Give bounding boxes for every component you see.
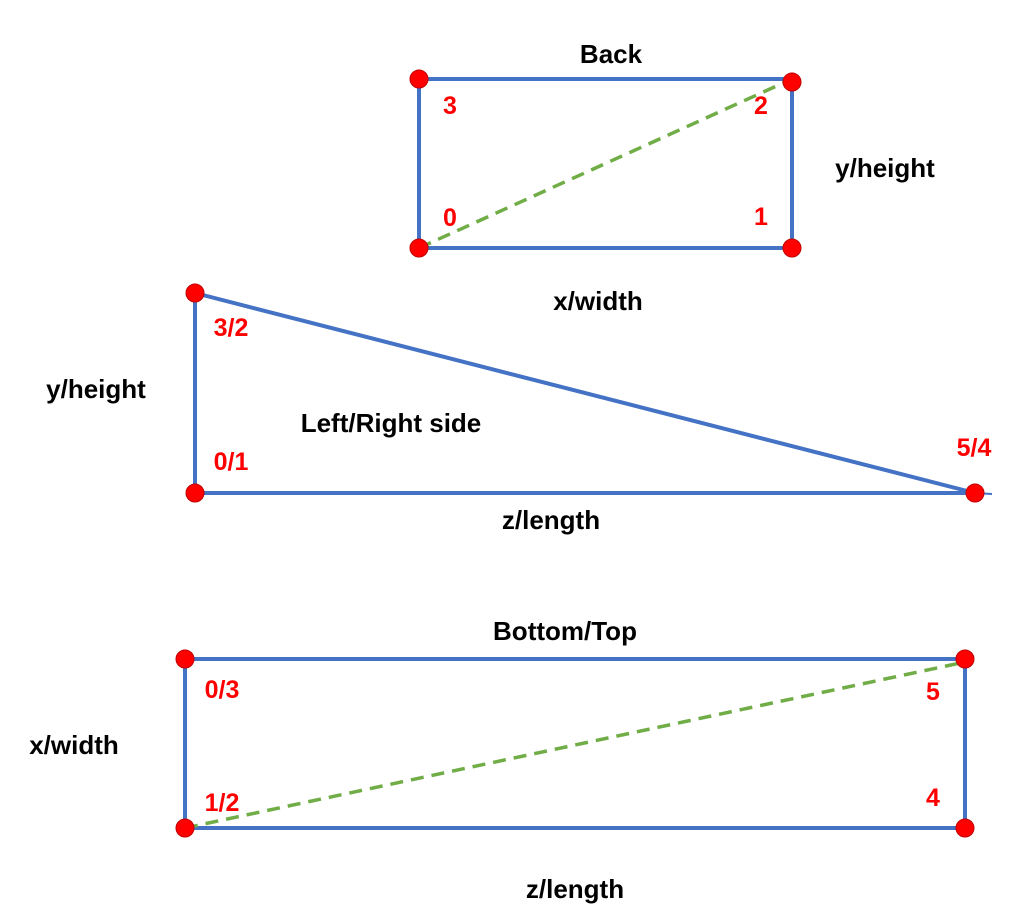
side-vertex-0-1-dot — [185, 483, 205, 503]
bottom-face-group: Bottom/Top x/width z/length 0/3 5 1/2 4 — [29, 616, 975, 904]
side-face-group: Left/Right side y/height z/length 3/2 0/… — [46, 283, 993, 535]
back-face-rectangle — [417, 77, 794, 250]
back-vertex-1-dot — [782, 238, 802, 258]
back-face-diagonal — [418, 77, 793, 250]
bottom-face-diagonal — [184, 660, 966, 830]
back-vertex-1-label: 1 — [754, 203, 768, 231]
bottom-vertex-4-label: 4 — [926, 784, 940, 812]
bottom-vertex-4-dot — [955, 818, 975, 838]
back-width-label: x/width — [553, 286, 643, 316]
side-vertex-3-2-dot — [185, 283, 205, 303]
bottom-vertex-0-3-dot — [175, 649, 195, 669]
back-vertex-0-label: 0 — [443, 204, 457, 232]
back-title: Back — [580, 39, 643, 69]
back-vertex-0-dot — [409, 238, 429, 258]
back-vertex-3-dot — [409, 69, 429, 89]
side-face-triangle — [193, 291, 977, 495]
bottom-vertex-1-2-label: 1/2 — [205, 789, 240, 817]
side-vertex-5-4-dot — [965, 483, 985, 503]
back-face-group: Back y/height x/width 3 2 0 1 — [409, 39, 935, 316]
side-length-label: z/length — [502, 505, 600, 535]
side-vertex-3-2-label: 3/2 — [214, 314, 249, 342]
bottom-vertex-0-3-label: 0/3 — [205, 676, 240, 704]
side-vertex-5-4-label: 5/4 — [957, 434, 992, 462]
bottom-vertex-5-dot — [955, 649, 975, 669]
bottom-vertex-1-2-dot — [175, 818, 195, 838]
bottom-face-rectangle — [183, 657, 967, 830]
bottom-length-label: z/length — [526, 874, 624, 904]
back-height-label: y/height — [835, 153, 935, 183]
side-title: Left/Right side — [301, 408, 482, 438]
bottom-title: Bottom/Top — [493, 616, 637, 646]
back-vertex-3-label: 3 — [443, 92, 457, 120]
back-vertex-2-label: 2 — [754, 92, 768, 120]
bottom-vertex-5-label: 5 — [926, 678, 940, 706]
side-height-label: y/height — [46, 374, 146, 404]
bottom-width-label: x/width — [29, 730, 119, 760]
side-vertex-0-1-label: 0/1 — [214, 448, 249, 476]
back-vertex-2-dot — [782, 72, 802, 92]
